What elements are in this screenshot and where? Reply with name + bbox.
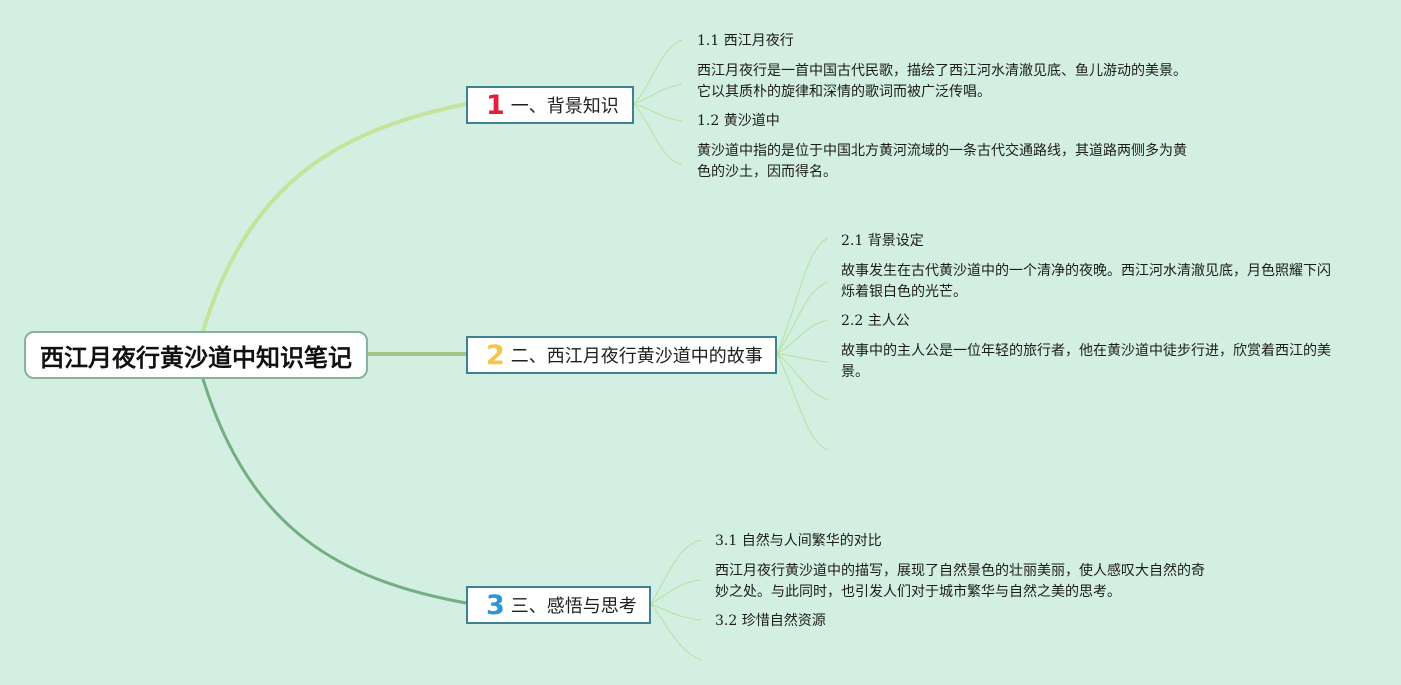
leaf-line (633, 103, 683, 122)
branch-node-story[interactable]: 2 二、西江月夜行黄沙道中的故事 (466, 336, 777, 374)
root-node[interactable]: 西江月夜行黄沙道中知识笔记 (24, 331, 368, 379)
branch-label: 二、西江月夜行黄沙道中的故事 (510, 346, 763, 367)
leaf-text[interactable]: 故事发生在古代黄沙道中的一个清净的夜晚。西江河水清澈见底，月色照耀下闪烁着银白色… (841, 263, 1331, 300)
branch-node-reflection[interactable]: 3 三、感悟与思考 (466, 586, 651, 624)
leaf-title[interactable]: 3.1 自然与人间繁华的对比 (715, 533, 882, 549)
number-one-icon: 1 (486, 89, 505, 121)
leaf-line (776, 319, 829, 355)
leaf-line (650, 603, 702, 661)
leaf-line (776, 281, 829, 355)
leaf-line (776, 237, 829, 355)
leaf-title[interactable]: 1.1 西江月夜行 (697, 33, 794, 49)
branch-node-background[interactable]: 1 一、背景知识 (466, 86, 634, 124)
leaf-line (633, 103, 683, 166)
leaf-title[interactable]: 3.2 珍惜自然资源 (715, 613, 826, 629)
connector-branch-1 (201, 102, 468, 333)
leaf-line (650, 603, 702, 621)
leaf-line (633, 83, 683, 105)
leaf-line (776, 353, 829, 451)
root-title: 西江月夜行黄沙道中知识笔记 (40, 343, 352, 372)
leaf-line (650, 539, 702, 605)
leaf-line (776, 353, 829, 363)
leaf-text[interactable]: 故事中的主人公是一位年轻的旅行者，他在黄沙道中徒步行进，欣赏着西江的美景。 (841, 343, 1331, 380)
number-three-icon: 3 (486, 589, 505, 621)
leaf-line (650, 579, 702, 605)
leaf-line (776, 353, 829, 401)
leaf-title[interactable]: 1.2 黄沙道中 (697, 113, 780, 129)
leaf-title[interactable]: 2.2 主人公 (841, 313, 910, 329)
connector-branch-3 (201, 377, 468, 605)
number-two-icon: 2 (486, 339, 505, 371)
leaf-line (633, 39, 683, 105)
branch-label: 三、感悟与思考 (510, 596, 637, 617)
branch-label: 一、背景知识 (510, 96, 619, 117)
leaf-text[interactable]: 西江月夜行是一首中国古代民歌，描绘了西江河水清澈见底、鱼儿游动的美景。它以其质朴… (697, 63, 1187, 100)
leaf-title[interactable]: 2.1 背景设定 (841, 233, 924, 249)
leaf-text[interactable]: 西江月夜行黄沙道中的描写，展现了自然景色的壮丽美丽，使人感叹大自然的奇妙之处。与… (715, 563, 1205, 600)
leaf-text[interactable]: 黄沙道中指的是位于中国北方黄河流域的一条古代交通路线，其道路两侧多为黄色的沙土，… (697, 143, 1187, 180)
